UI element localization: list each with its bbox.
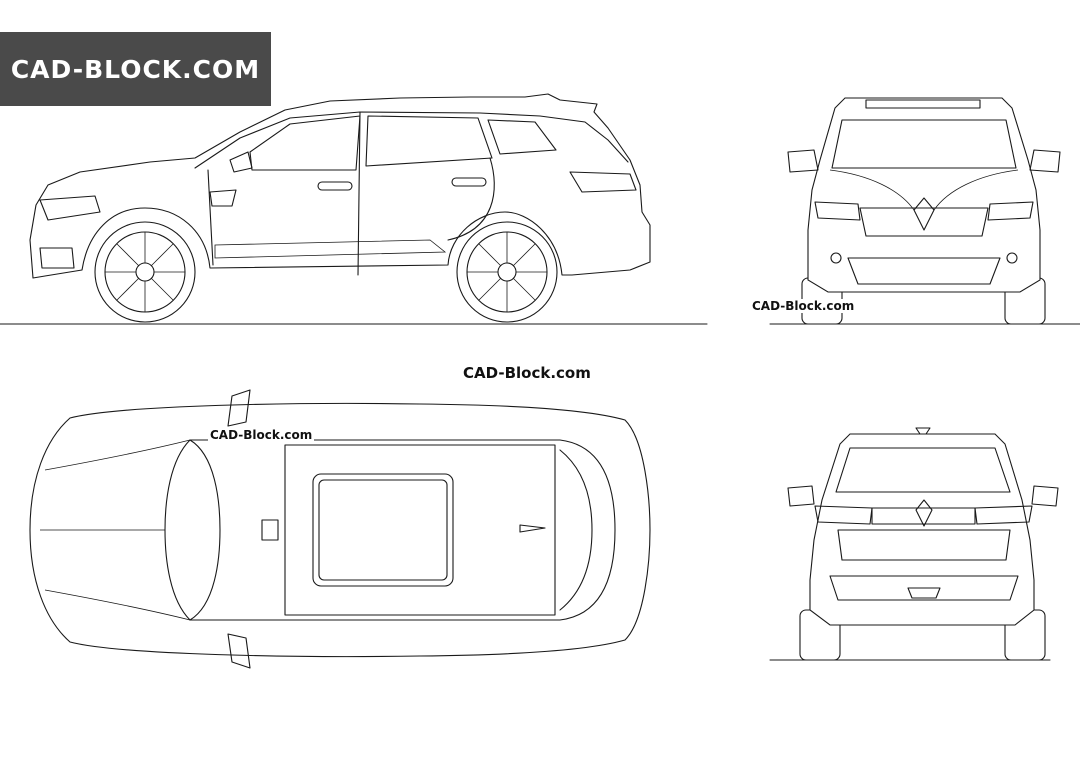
- brand-badge-text: CAD-BLOCK.COM: [10, 54, 261, 84]
- front-left-headlamp: [815, 202, 860, 220]
- front-right-headlamp: [988, 202, 1033, 220]
- front-left-fog-lamp: [831, 253, 841, 263]
- front-grille: [860, 208, 988, 236]
- side-view: [0, 94, 707, 324]
- top-windshield: [190, 440, 220, 620]
- top-body-outline: [30, 403, 650, 656]
- brand-badge[interactable]: CAD-BLOCK.COM: [0, 32, 271, 106]
- top-rear-glass: [560, 450, 592, 610]
- side-vent-badge: [210, 190, 236, 206]
- rear-right-mirror: [1032, 486, 1058, 506]
- top-shark-fin: [520, 525, 545, 532]
- top-sunroof-glass: [319, 480, 447, 580]
- front-logo-icon: [914, 198, 934, 230]
- watermark-front-view: CAD-Block.com: [750, 299, 857, 313]
- side-front-window: [250, 116, 360, 170]
- front-hood-lines: [830, 170, 1018, 210]
- front-right-mirror: [1030, 150, 1060, 172]
- side-sill-trim: [215, 240, 445, 258]
- watermark-center: CAD-Block.com: [463, 364, 591, 382]
- rear-logo-icon: [916, 500, 932, 526]
- top-view: [30, 390, 650, 668]
- top-roof: [165, 440, 615, 620]
- rear-right-taillamp: [975, 506, 1032, 524]
- rear-antenna: [916, 428, 930, 434]
- rear-trim-bar: [872, 508, 975, 524]
- side-front-door-handle: [318, 182, 352, 190]
- side-window-line: [195, 112, 628, 168]
- side-door-front-edge: [208, 170, 213, 265]
- front-view: [770, 98, 1080, 324]
- rear-view: [770, 428, 1058, 660]
- top-hood-lines: [40, 440, 190, 620]
- front-body-outline: [808, 98, 1040, 292]
- side-rear-wheel: [457, 222, 557, 322]
- side-tail-lamp: [570, 172, 636, 192]
- side-b-pillar: [358, 112, 360, 275]
- rear-plate-light: [908, 588, 940, 598]
- front-windshield: [832, 120, 1016, 168]
- side-rear-window: [488, 120, 556, 154]
- top-left-mirror: [228, 390, 250, 426]
- side-front-wheel: [95, 222, 195, 322]
- front-left-mirror: [788, 150, 818, 172]
- side-mid-window: [366, 116, 492, 166]
- side-mirror: [230, 152, 252, 172]
- side-rear-door-handle: [452, 178, 486, 186]
- top-antenna-base: [262, 520, 278, 540]
- front-right-fog-lamp: [1007, 253, 1017, 263]
- rear-window: [836, 448, 1010, 492]
- front-lower-intake: [848, 258, 1000, 284]
- top-right-mirror: [228, 634, 250, 668]
- rear-left-taillamp: [815, 506, 872, 524]
- top-roof-panel: [285, 445, 555, 615]
- side-head-lamp: [40, 196, 100, 220]
- side-fog-lamp: [40, 248, 74, 268]
- watermark-top-view: CAD-Block.com: [208, 428, 315, 442]
- top-sunroof: [313, 474, 453, 586]
- rear-left-mirror: [788, 486, 814, 506]
- front-roof-light: [866, 100, 980, 108]
- side-door-rear-edge: [448, 158, 494, 240]
- side-body-outline: [30, 94, 650, 278]
- rear-diffuser: [830, 576, 1018, 600]
- rear-tailgate: [838, 530, 1010, 560]
